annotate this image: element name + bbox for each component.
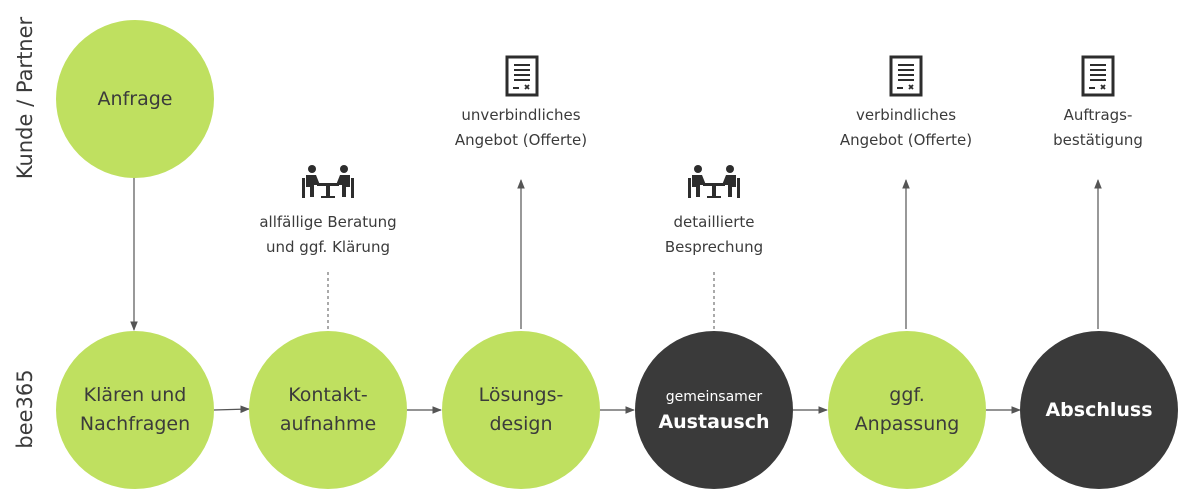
note-unverbindlich-line1: unverbindliches [461,106,581,124]
meeting-icon [302,165,354,198]
meeting-icon [688,165,740,198]
note-unverbindliches-angebot: unverbindliches Angebot (Offerte) [421,103,621,153]
step-loesung-line2: design [489,413,553,435]
document-icon [889,55,923,97]
step-austausch-line1: gemeinsamer [665,389,763,405]
note-auftragsbestaetigung: Auftrags- bestätigung [1018,103,1178,153]
step-abschluss-label: Abschluss [1045,399,1153,421]
document-icon [1081,55,1115,97]
lane-label-kunde: Kunde / Partner [13,16,37,180]
step-kontakt-line2: aufnahme [279,413,377,435]
step-anpassung-line2: Anpassung [854,413,960,435]
note-besprechung: detaillierte Besprechung [614,210,814,260]
step-abschluss: Abschluss [1020,331,1178,489]
note-beratung: allfällige Beratung und ggf. Klärung [228,210,428,260]
step-klaeren-line1: Klären und [83,384,187,406]
lane-label-bee365: bee365 [13,369,37,449]
step-loesungsdesign: Lösungs- design [442,331,600,489]
note-beratung-line2: und ggf. Klärung [266,238,390,256]
note-verbindlich-line2: Angebot (Offerte) [839,131,973,149]
step-klaeren: Klären und Nachfragen [56,331,214,489]
note-verbindliches-angebot: verbindliches Angebot (Offerte) [806,103,1006,153]
note-unverbindlich-line2: Angebot (Offerte) [454,131,588,149]
document-icon [505,55,539,97]
arrow-klaeren-to-kontakt [213,405,250,414]
step-kontaktaufnahme: Kontakt- aufnahme [249,331,407,489]
step-anpassung: ggf. Anpassung [828,331,986,489]
step-loesung-line1: Lösungs- [478,384,564,406]
note-verbindlich-line1: verbindliches [855,106,957,124]
note-besprechung-line1: detaillierte [673,213,755,231]
step-kontakt-line1: Kontakt- [288,384,368,406]
step-austausch: gemeinsamer Austausch [635,331,793,489]
step-klaeren-line2: Nachfragen [79,413,191,435]
note-bestaetigung-line2: bestätigung [1053,131,1143,149]
step-austausch-line2: Austausch [658,411,770,433]
note-beratung-line1: allfällige Beratung [259,213,397,231]
note-besprechung-line2: Besprechung [664,238,764,256]
step-anpassung-line1: ggf. [889,384,925,406]
step-anfrage-label: Anfrage [97,87,173,110]
step-anfrage: Anfrage [56,20,214,178]
note-bestaetigung-line1: Auftrags- [1063,106,1133,124]
